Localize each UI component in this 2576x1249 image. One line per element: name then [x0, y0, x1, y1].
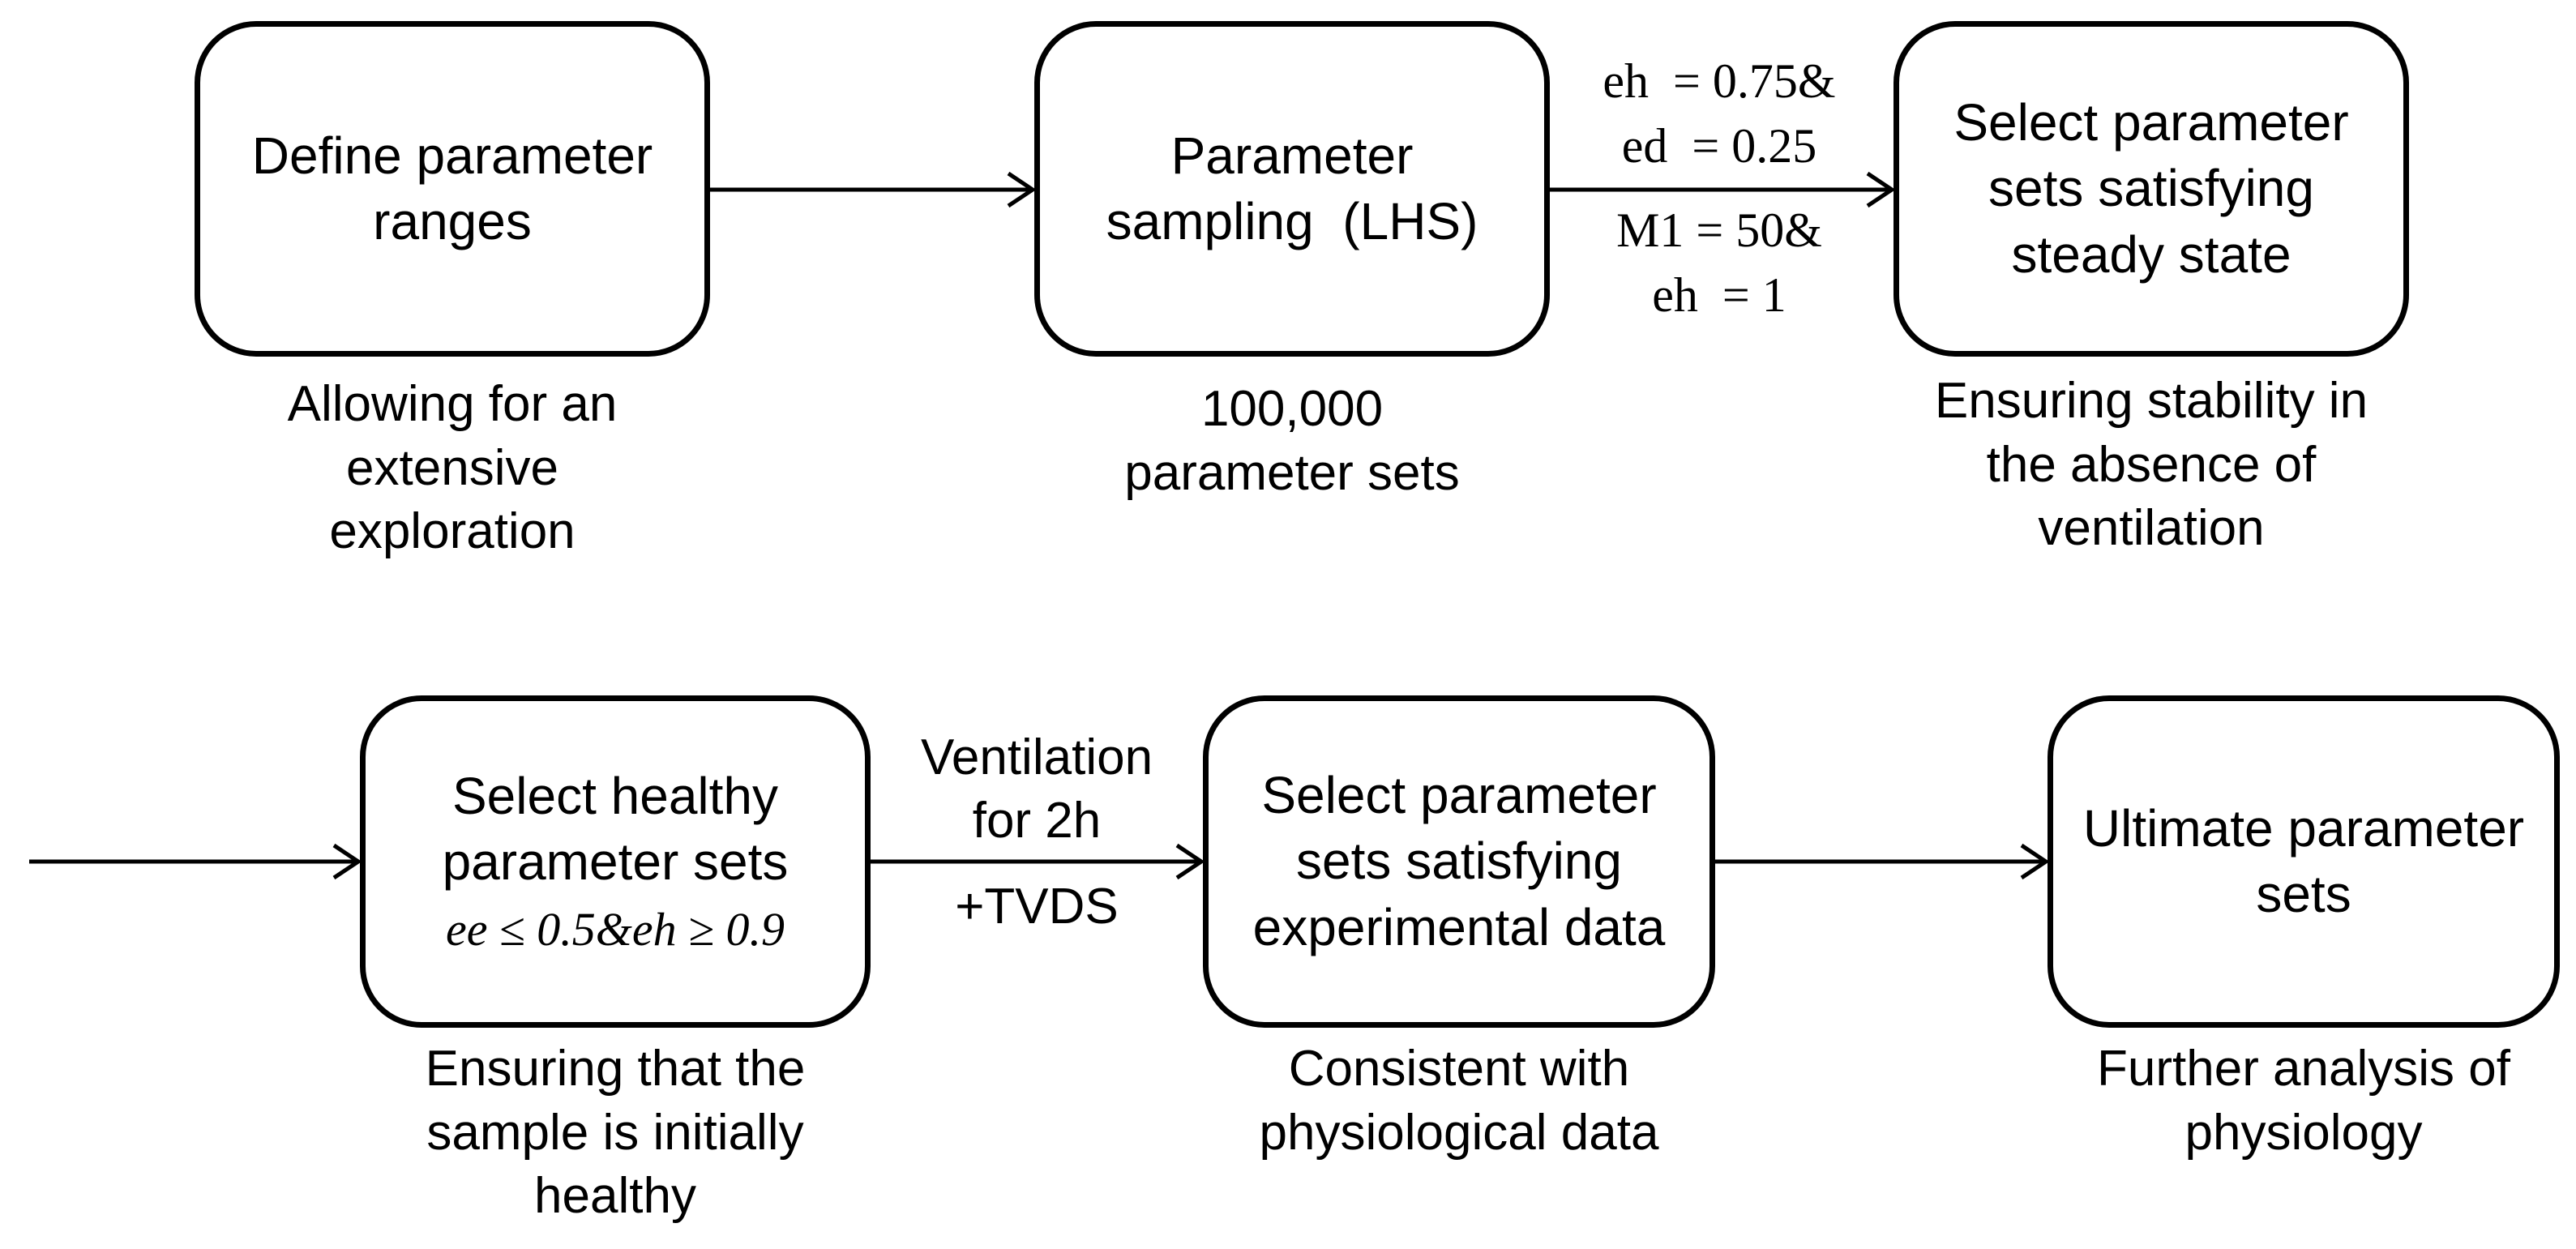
- node-text-line: Ultimate parameter: [2082, 798, 2525, 858]
- node-text-line: sets satisfying: [1296, 832, 1622, 891]
- node-text-line: sets satisfying: [1988, 159, 2314, 218]
- caption-line: healthy: [534, 1168, 696, 1225]
- node-text-line: steady state: [2011, 225, 2291, 284]
- node-text-line: Select parameter: [1261, 766, 1657, 825]
- caption-line: Ensuring stability in: [1934, 373, 2368, 429]
- caption-line: extensive: [346, 439, 558, 496]
- arrow-incoming-to-healthy: [29, 843, 362, 880]
- arrow-experimental-to-ultimate: [1715, 843, 2050, 880]
- edge-label-line: Ventilation: [920, 729, 1153, 785]
- edge-label-sampling-steady-below: M1 = 50& eh = 1: [1550, 198, 1889, 327]
- edge-label-line: eh = 0.75&: [1603, 54, 1836, 108]
- arrow-sampling-to-steady: [1550, 171, 1896, 208]
- node-select-experimental: Select parameter sets satisfying experim…: [1203, 695, 1715, 1028]
- edge-label-sampling-steady-above: eh = 0.75& ed = 0.25: [1550, 49, 1889, 178]
- node-text-line: Select parameter: [1953, 93, 2349, 152]
- node-text-line: Select healthy: [451, 766, 779, 825]
- caption-ultimate-parameter-sets: Further analysis of physiology: [2048, 1037, 2560, 1165]
- caption-line: physiology: [2184, 1104, 2423, 1161]
- caption-line: Consistent with: [1288, 1041, 1630, 1097]
- node-text-line: ranges: [373, 192, 532, 250]
- node-text-line: sampling (LHS): [1106, 192, 1478, 250]
- arrow-define-to-sampling: [710, 171, 1037, 208]
- healthy-criteria-formula: ee ≤ 0.5&eh ≥ 0.9: [445, 903, 785, 956]
- caption-line: Ensuring that the: [425, 1041, 806, 1097]
- caption-line: 100,000: [1200, 381, 1384, 437]
- caption-line: parameter sets: [1124, 444, 1460, 501]
- edge-label-line: ed = 0.25: [1621, 119, 1817, 173]
- edge-label-line: M1 = 50&: [1616, 203, 1822, 257]
- caption-line: ventilation: [2038, 500, 2265, 557]
- caption-line: exploration: [329, 503, 576, 560]
- node-select-steady-state: Select parameter sets satisfying steady …: [1893, 21, 2409, 357]
- edge-label-healthy-experimental-below: +TVDS: [871, 875, 1203, 939]
- node-text-line: parameter sets: [442, 832, 789, 892]
- node-select-healthy: Select healthy parameter sets ee ≤ 0.5&e…: [360, 695, 871, 1028]
- caption-parameter-sampling: 100,000 parameter sets: [1034, 378, 1550, 505]
- node-define-parameter-ranges: Define parameter ranges: [195, 21, 710, 357]
- caption-line: the absence of: [1986, 436, 2317, 493]
- edge-label-line: +TVDS: [955, 879, 1119, 935]
- caption-line: physiological data: [1259, 1104, 1659, 1161]
- caption-select-steady-state: Ensuring stability in the absence of ven…: [1893, 370, 2409, 561]
- caption-define-parameter-ranges: Allowing for an extensive exploration: [195, 373, 710, 564]
- edge-label-line: for 2h: [972, 793, 1102, 849]
- caption-line: Allowing for an: [287, 376, 618, 432]
- node-text-line: sets: [2256, 865, 2351, 923]
- arrow-healthy-to-experimental: [871, 843, 1205, 880]
- edge-label-line: eh = 1: [1652, 268, 1787, 322]
- node-text-line: Parameter: [1170, 126, 1414, 185]
- node-text-line: Define parameter: [251, 126, 653, 185]
- node-ultimate-parameter-sets: Ultimate parameter sets: [2048, 695, 2560, 1028]
- node-text-line: experimental data: [1252, 897, 1666, 956]
- node-parameter-sampling: Parameter sampling (LHS): [1034, 21, 1550, 357]
- caption-line: Further analysis of: [2097, 1041, 2510, 1097]
- caption-line: sample is initially: [426, 1104, 804, 1161]
- edge-label-healthy-experimental-above: Ventilation for 2h: [871, 726, 1203, 853]
- caption-select-experimental: Consistent with physiological data: [1203, 1037, 1715, 1165]
- caption-select-healthy: Ensuring that the sample is initially he…: [360, 1037, 871, 1229]
